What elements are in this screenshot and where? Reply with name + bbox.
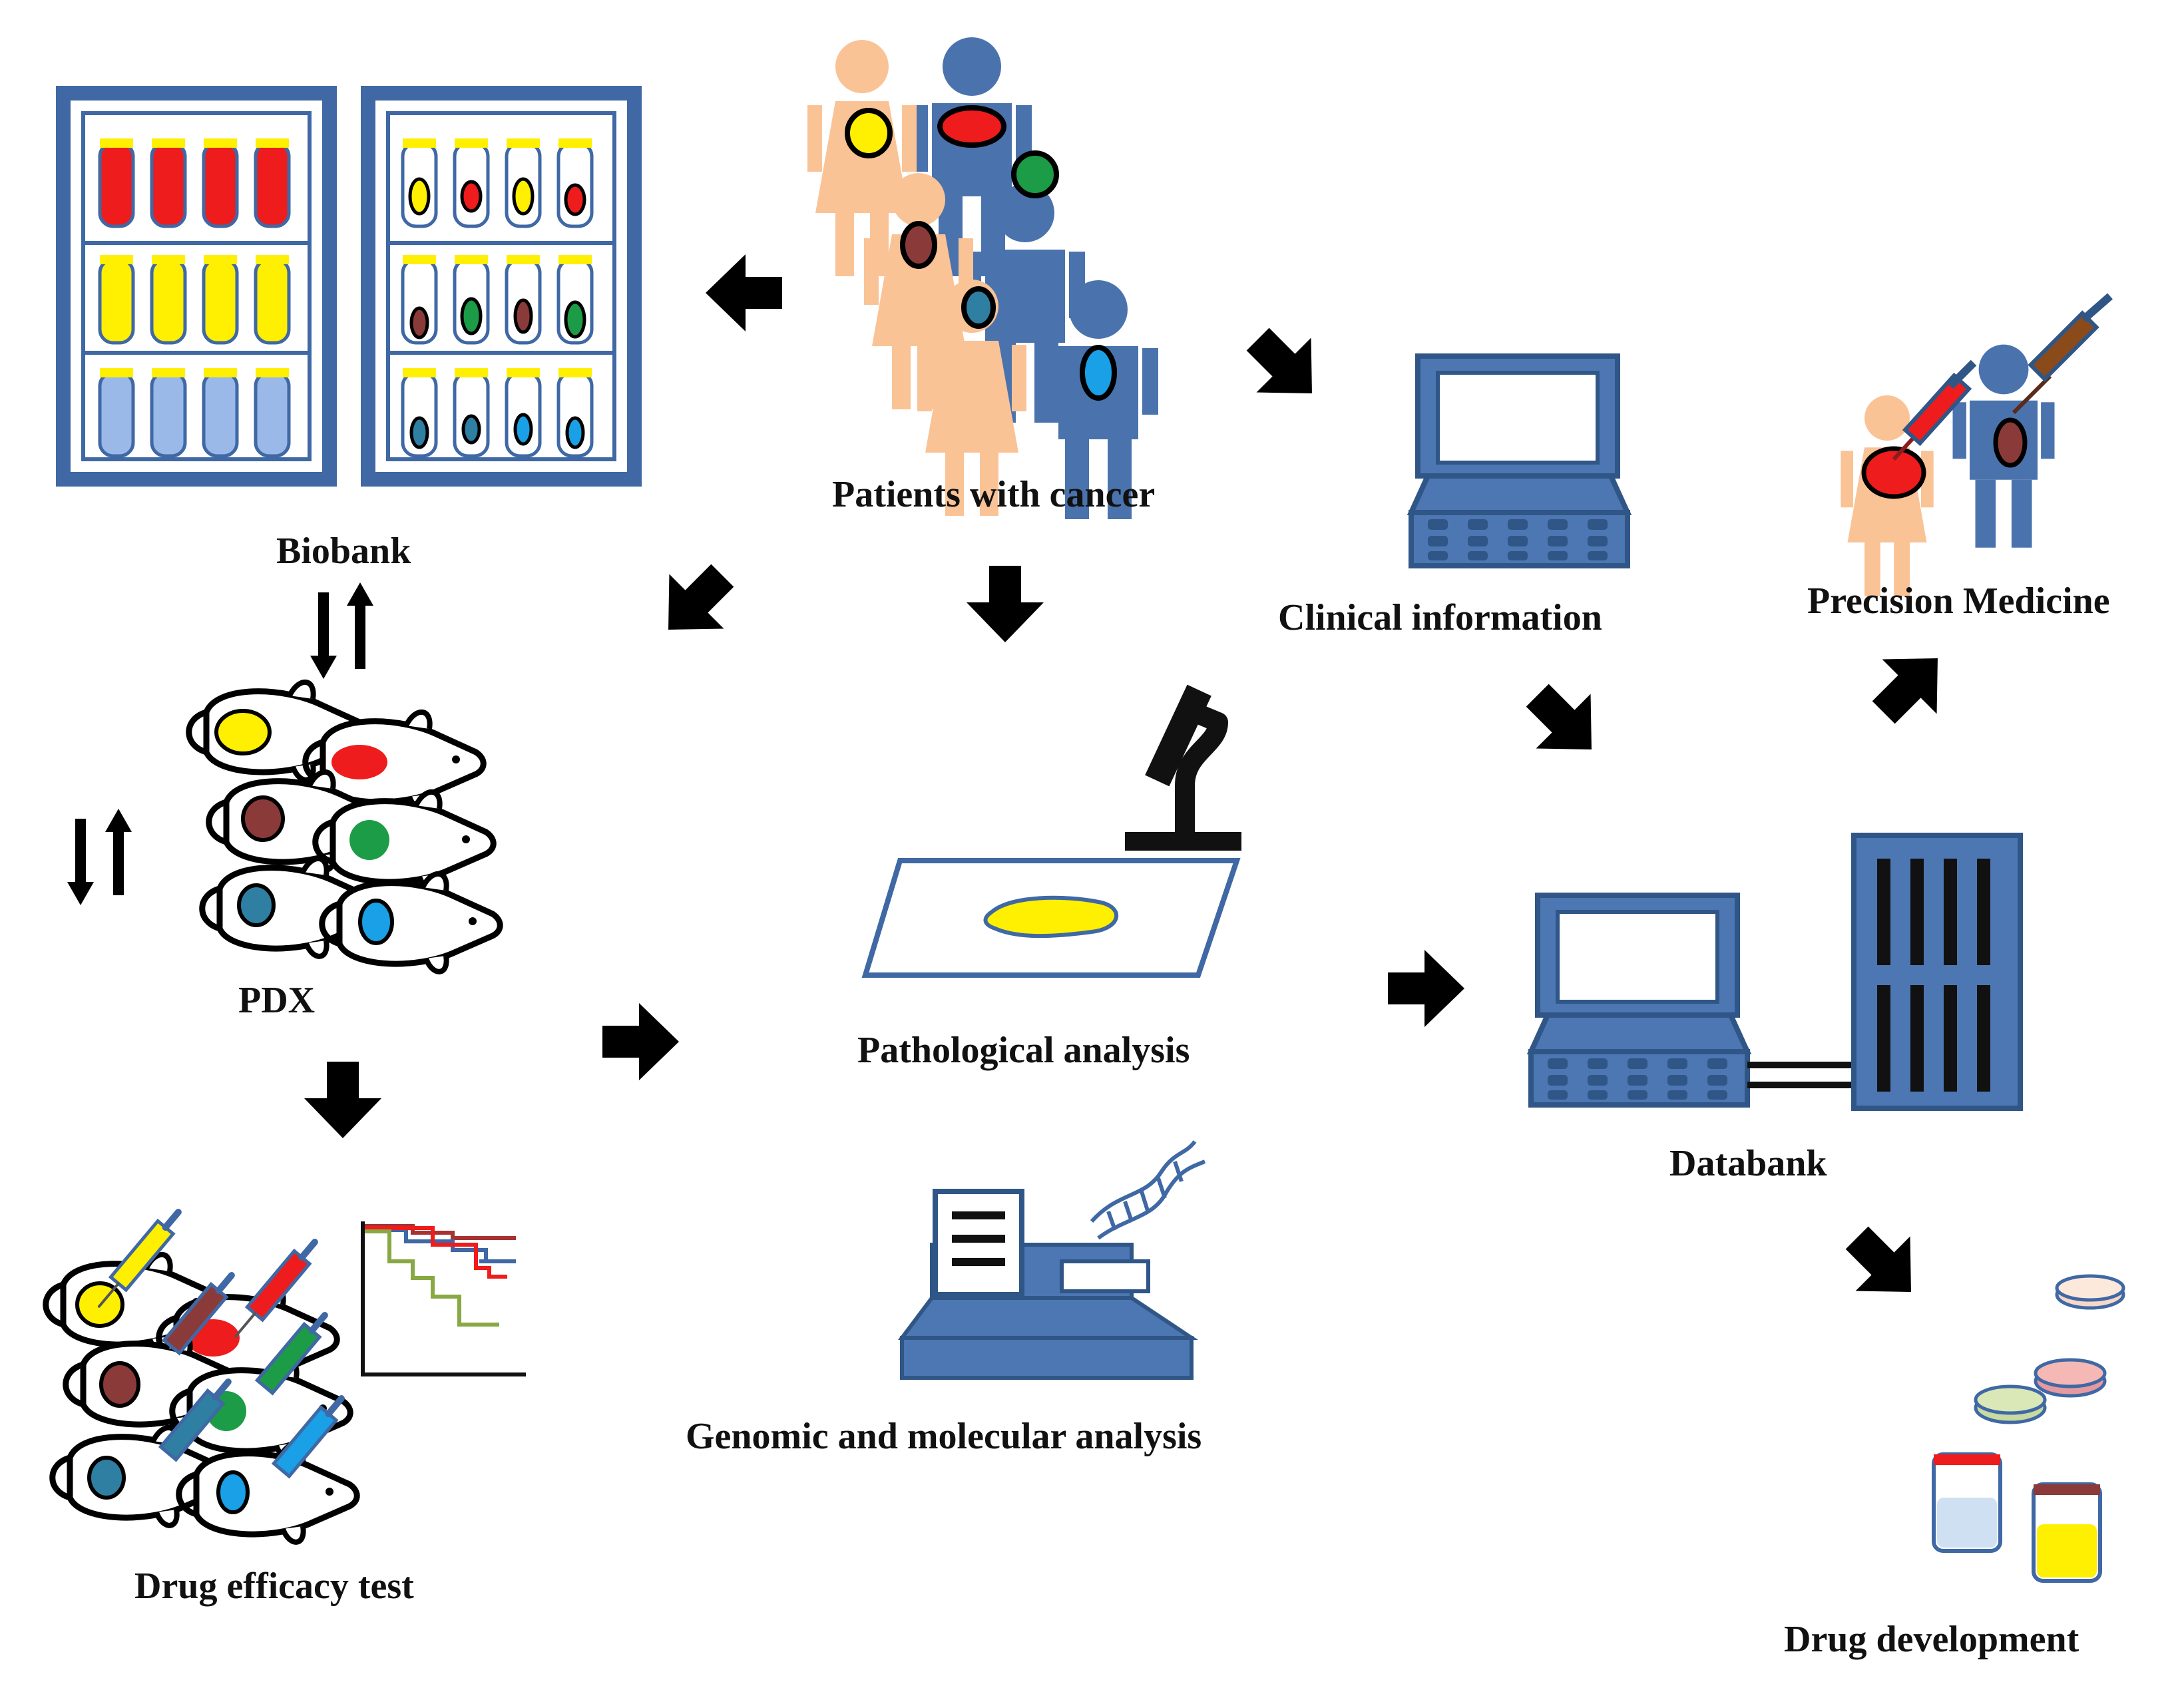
- label-pdx: PDX: [238, 980, 316, 1021]
- arrow-icon-group: [67, 254, 1965, 1319]
- label-genomic-molecular-analysis: Genomic and molecular analysis: [686, 1416, 1202, 1457]
- slide-icon: [861, 858, 1241, 978]
- tube-row-yellow: [98, 255, 291, 345]
- vial-icon: [2032, 1482, 2102, 1583]
- label-databank: Databank: [1669, 1143, 1827, 1184]
- tube-row-red: [98, 138, 291, 228]
- label-pathological-analysis: Pathological analysis: [857, 1030, 1190, 1071]
- microscope-icon: [1125, 684, 1241, 851]
- petri-dish-icon: [2034, 1358, 2107, 1398]
- bidirectional-arrow: [67, 809, 132, 905]
- label-drug-development: Drug development: [1784, 1619, 2079, 1660]
- patient-icon-group: [807, 37, 1158, 519]
- tube-row-blue: [98, 368, 291, 458]
- cable: [1747, 1062, 1857, 1088]
- freezer-icon: [361, 86, 642, 487]
- mouse-icon-group: [189, 682, 501, 972]
- petri-dish-icon: [2055, 1274, 2125, 1310]
- label-biobank: Biobank: [276, 530, 411, 572]
- label-precision-medicine: Precision Medicine: [1807, 580, 2110, 622]
- vial-icon: [1932, 1452, 2002, 1553]
- label-drug-efficacy-test: Drug efficacy test: [134, 1566, 414, 1607]
- tissue-tubes: [401, 138, 594, 458]
- syringe-icon: [1892, 359, 1977, 461]
- sequencer-icon: [898, 1189, 1198, 1380]
- survival-curve-icon: [361, 1221, 526, 1376]
- server-icon: [1851, 833, 2023, 1111]
- computer-icon: [1407, 353, 1632, 568]
- precision-medicine-icon: [1841, 293, 2113, 596]
- petri-dish-icon: [1974, 1384, 2047, 1424]
- syringe-icon-group: [97, 1209, 345, 1479]
- dna-icon: [1090, 1140, 1206, 1240]
- bidirectional-arrow: [310, 582, 373, 679]
- freezer-icon: [56, 86, 337, 487]
- computer-icon: [1526, 893, 1752, 1108]
- syringe-icon: [2012, 293, 2113, 415]
- label-patients: Patients with cancer: [832, 474, 1156, 515]
- label-clinical-information: Clinical information: [1278, 597, 1602, 638]
